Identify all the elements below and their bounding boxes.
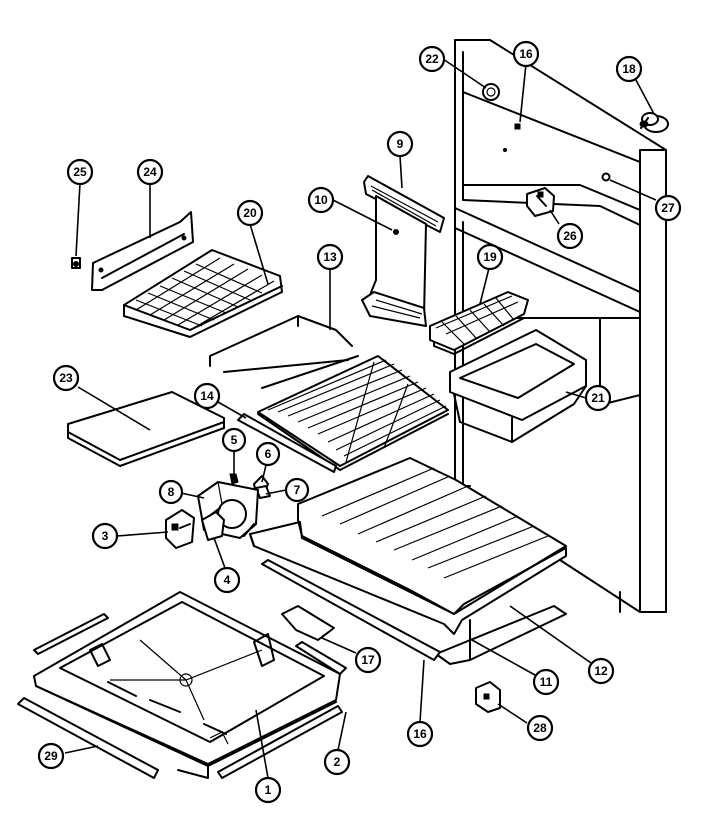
part-16-upper-screw: [502, 123, 521, 153]
callout-26-label: 26: [563, 229, 577, 243]
part-24-bracket: [91, 211, 194, 291]
callout-20-label: 20: [243, 206, 257, 220]
callout-18-label: 18: [622, 62, 636, 76]
callout-27: 27: [654, 194, 682, 222]
part-27-screw: [601, 172, 611, 182]
callout-3-label: 3: [102, 529, 109, 543]
callout-19: 19: [476, 243, 504, 271]
callout-2-label: 2: [334, 755, 341, 769]
callout-6: 6: [255, 441, 281, 467]
part-25-screw: [71, 257, 81, 269]
callout-17: 17: [354, 646, 382, 674]
part-11-panel: [435, 605, 567, 665]
part-13-wire-shelf: [209, 315, 449, 471]
callout-16-lower-label: 16: [413, 727, 427, 741]
callout-7-label: 7: [294, 483, 301, 497]
part-3-thermostat: [165, 509, 195, 549]
part-2-side-rail: [217, 641, 347, 779]
callout-8: 8: [158, 479, 184, 505]
callout-27-label: 27: [661, 201, 675, 215]
part-1-base-tray: [33, 591, 341, 779]
part-20-grid-shelf: [123, 249, 283, 338]
callout-16-upper-label: 16: [519, 47, 533, 61]
callout-10-label: 10: [314, 193, 328, 207]
part-19-ice-tray: [429, 291, 529, 355]
part-22-grommet: [482, 83, 500, 101]
callout-21-label: 21: [591, 391, 605, 405]
callout-26: 26: [556, 222, 584, 250]
part-28-clip: [475, 681, 501, 713]
callout-23-label: 23: [59, 371, 73, 385]
callout-8-label: 8: [168, 485, 175, 499]
left-rail: [33, 613, 109, 655]
part-23-glass-panel: [67, 391, 225, 467]
callout-22: 22: [418, 45, 446, 73]
callout-24-label: 24: [143, 165, 157, 179]
callout-1-label: 1: [265, 783, 272, 797]
callout-28: 28: [526, 714, 554, 742]
callout-22-label: 22: [425, 52, 439, 66]
callout-6-label: 6: [265, 447, 272, 461]
callout-10: 10: [307, 186, 335, 214]
callout-12-label: 12: [594, 664, 608, 678]
part-9-air-duct: [361, 175, 445, 327]
callout-1: 1: [254, 776, 282, 804]
callout-4: 4: [213, 566, 241, 594]
part-17-bracket: [281, 605, 335, 641]
callout-9-label: 9: [397, 137, 404, 151]
callout-4-label: 4: [224, 573, 231, 587]
callout-17-label: 17: [361, 653, 375, 667]
callout-18: 18: [615, 55, 643, 83]
callout-12: 12: [587, 657, 615, 685]
part-21-crisper-pan: [449, 329, 587, 443]
callout-5: 5: [221, 427, 247, 453]
leader-lines: [64, 58, 657, 779]
callout-21: 21: [584, 384, 612, 412]
part-29-front-rail: [17, 697, 159, 779]
callout-28-label: 28: [533, 721, 547, 735]
callout-7: 7: [284, 477, 310, 503]
callout-13: 13: [316, 243, 344, 271]
part-18-hinge-cover: [639, 112, 669, 133]
callout-23: 23: [52, 364, 80, 392]
callout-11: 11: [532, 668, 560, 696]
part-16-lower-rail: [261, 559, 441, 661]
callout-13-label: 13: [323, 250, 337, 264]
callout-14-label: 14: [200, 389, 214, 403]
part-12-crisper-cover: [249, 457, 567, 635]
part-26-clip: [526, 187, 555, 217]
callout-25: 25: [66, 158, 94, 186]
callout-9: 9: [386, 130, 414, 158]
callout-29: 29: [37, 742, 65, 770]
callout-20: 20: [236, 199, 264, 227]
callout-3: 3: [91, 522, 119, 550]
callout-16-upper: 16: [512, 40, 540, 68]
callout-16-lower: 16: [406, 720, 434, 748]
callout-11-label: 11: [540, 675, 553, 689]
callout-2: 2: [323, 748, 351, 776]
callout-19-label: 19: [483, 250, 497, 264]
callout-24: 24: [136, 158, 164, 186]
part-4-light-socket: [201, 511, 225, 541]
callout-25-label: 25: [73, 165, 87, 179]
part-10-screw: [393, 229, 399, 235]
callout-14: 14: [193, 382, 221, 410]
callout-29-label: 29: [44, 749, 58, 763]
callout-5-label: 5: [231, 433, 238, 447]
